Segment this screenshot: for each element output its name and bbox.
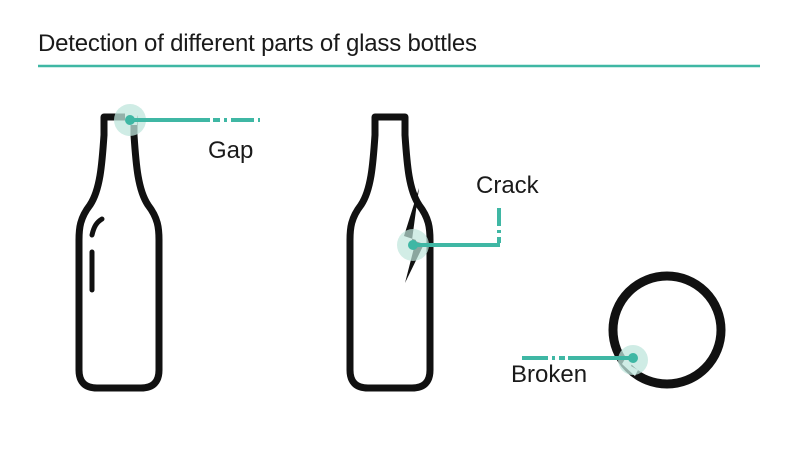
bottle-gap — [75, 111, 163, 392]
bottle-gap-shine-top — [89, 216, 105, 238]
broken-callout — [518, 345, 648, 375]
broken-label: Broken — [511, 361, 588, 388]
crack-label: Crack — [476, 172, 539, 199]
bottle-gap-outline — [75, 113, 163, 392]
gap-callout — [114, 104, 260, 136]
bottle-broken-ring — [608, 271, 726, 389]
page-title: Detection of different parts of glass bo… — [38, 30, 477, 57]
crack-callout — [397, 208, 501, 261]
gap-label: Gap — [208, 137, 254, 164]
